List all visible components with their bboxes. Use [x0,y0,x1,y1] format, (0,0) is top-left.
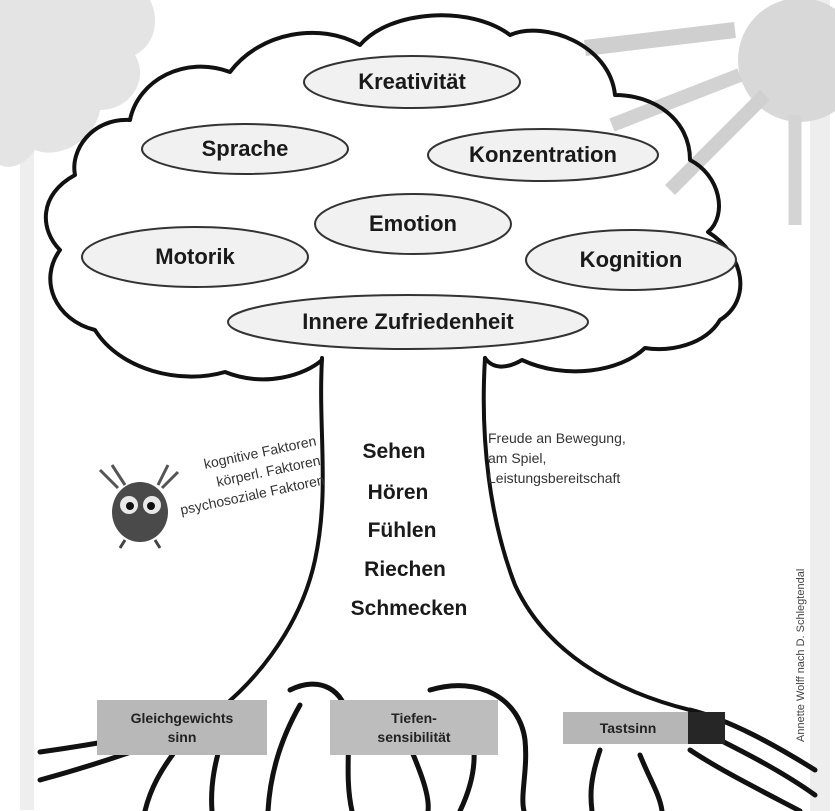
credit-text: Annette Wolff nach D. Schlegtendal [795,568,807,742]
bubble-shape-kreativitaet [303,55,521,109]
sense-fuehlen: Fühlen [367,519,437,542]
bubble-shape-emotion [314,193,512,255]
root-label-tiefensensibilitaet: Tiefen- sensibilität [330,700,498,755]
tree-crown-outline [43,13,743,382]
note-motivation-line-3: Leistungsbereitschaft [488,470,621,486]
root-box-tastsinn-bg [563,712,693,744]
right-strip [810,0,830,811]
root-label-tiefensensibilitaet-line-1: Tiefen- [391,709,437,726]
cloud-icon [0,0,155,167]
sense-hoeren: Hören [367,481,429,504]
root-label-gleichgewichtssinn-line-1: Gleichgewichts [130,709,234,726]
bubble-motorik: Motorik [155,244,235,269]
bubble-shape-sprache [141,123,349,175]
sense-sehen: Sehen [362,440,426,463]
bubble-konzentration: Konzentration [469,142,617,167]
root-label-tastsinn: Tastsinn [563,712,693,744]
note-motivation: Freude an Bewegung, am Spiel, Leistungsb… [488,428,626,488]
bubble-shape-kognition [525,229,737,291]
sense-riechen: Riechen [364,558,446,581]
root-label-tastsinn-line-1: Tastsinn [599,719,657,736]
root-box-tastsinn-dark [688,712,725,744]
tree-trunk-left [203,356,325,722]
bubble-emotion: Emotion [369,211,457,236]
note-motivation-line-1: Freude an Bewegung, [488,430,626,446]
bubble-shape-innere-zufriedenheit [227,294,589,350]
owl-icon [98,464,180,549]
root-box-gleichgewicht-bg [97,700,267,755]
bubble-innere-zufriedenheit: Innere Zufriedenheit [302,309,514,334]
bubble-kreativitaet: Kreativität [358,69,466,94]
note-motivation-line-2: am Spiel, [488,450,547,466]
bubble-kognition: Kognition [579,247,683,272]
root-label-gleichgewichtssinn: Gleichgewichts sinn [97,700,267,755]
sun-icon [584,0,835,225]
tree-trunk-right [481,356,692,712]
root-label-tiefensensibilitaet-line-2: sensibilität [377,728,451,745]
bubble-shape-konzentration [427,128,659,182]
bubble-sprache: Sprache [201,136,289,161]
bubble-shape-motorik [81,226,309,288]
root-label-gleichgewichtssinn-line-2: sinn [167,728,197,745]
root-box-tiefensensibilitaet-bg [330,700,498,755]
left-strip [20,30,34,810]
sense-schmecken: Schmecken [350,597,468,620]
